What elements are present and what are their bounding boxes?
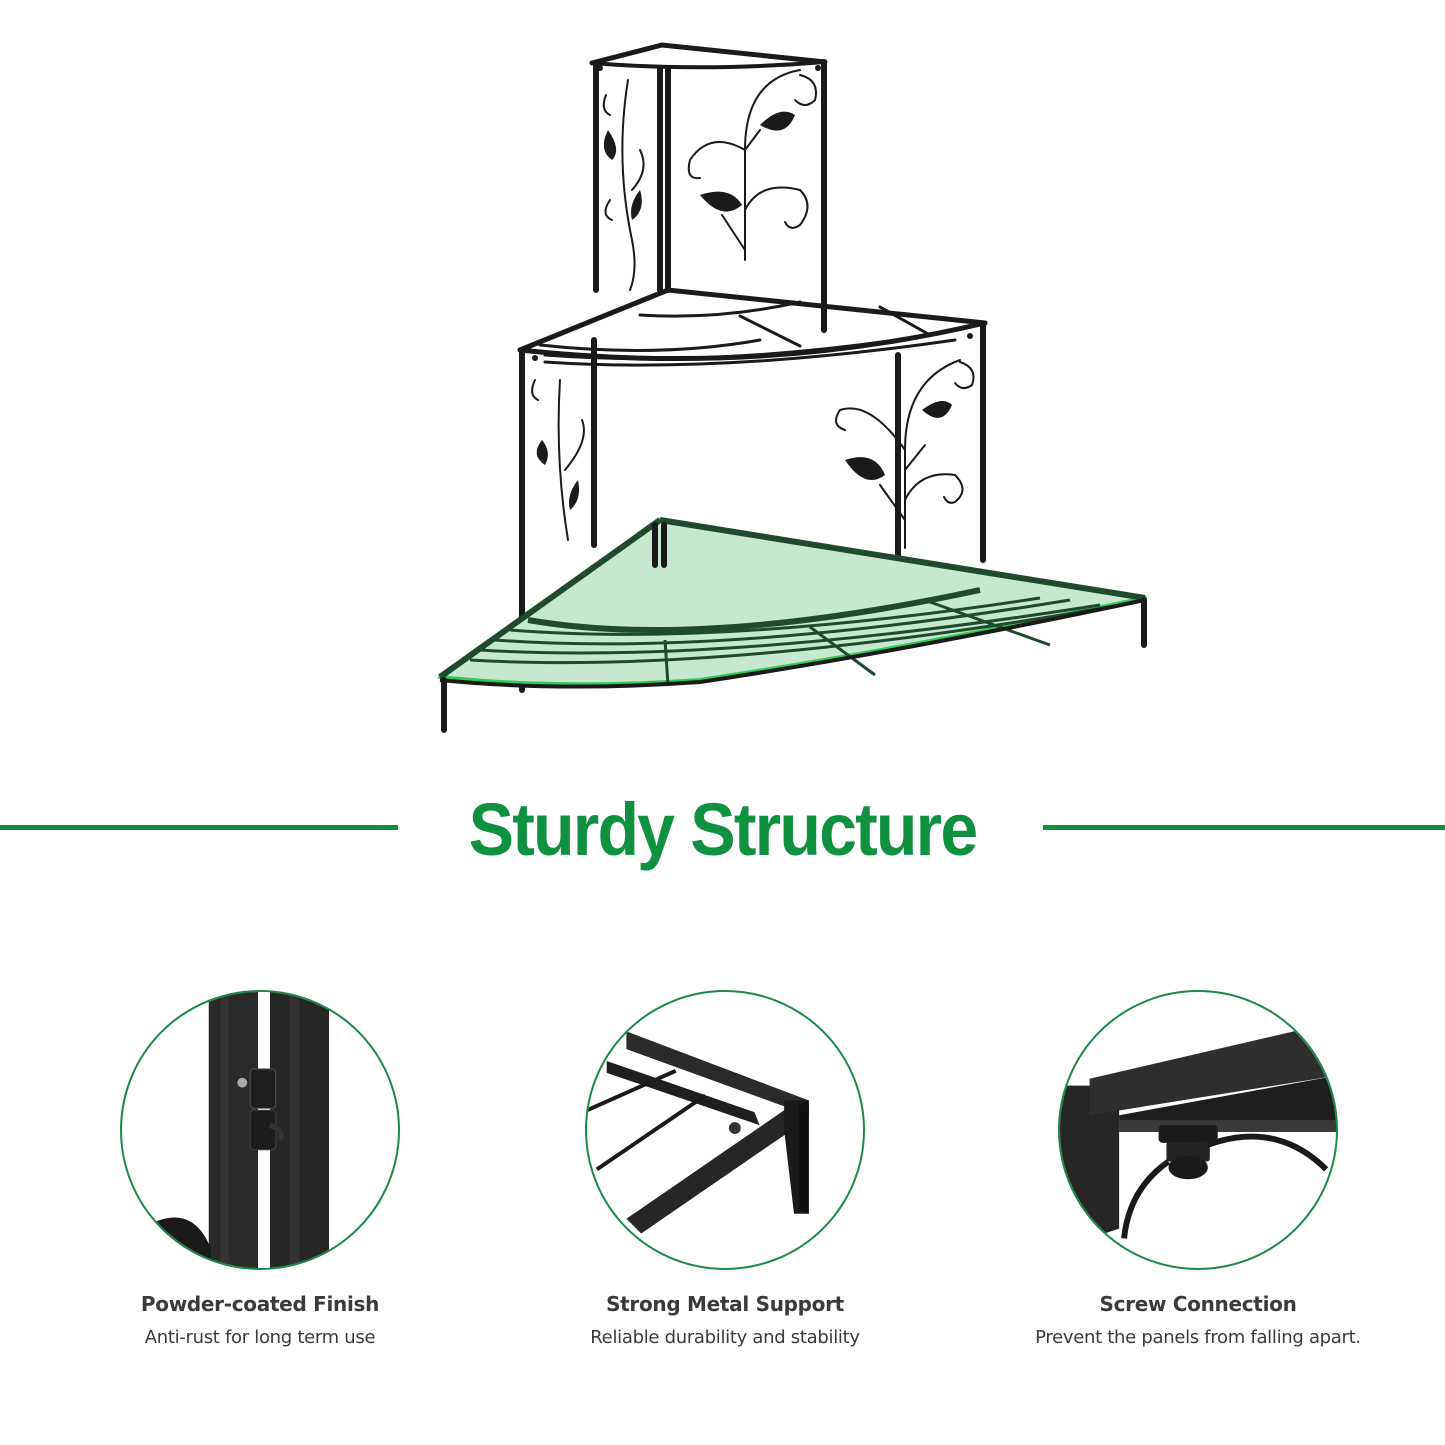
feature-subtitle: Prevent the panels from falling apart.	[1035, 1327, 1361, 1348]
feature-subtitle: Anti-rust for long term use	[144, 1327, 376, 1348]
feature-subtitle: Reliable durability and stability	[590, 1327, 860, 1348]
heading-divider-left	[0, 825, 398, 830]
heading-title: Sturdy Structure	[468, 788, 979, 871]
feature-title: Powder-coated Finish	[140, 1292, 380, 1316]
section-heading: Sturdy Structure	[0, 780, 1445, 880]
frame-leg-closeup-image	[585, 990, 865, 1270]
hinge-closeup-image	[120, 990, 400, 1270]
feature-title: Screw Connection	[1099, 1292, 1297, 1316]
plant-stand-illustration	[438, 42, 1147, 733]
feature-title: Strong Metal Support	[606, 1292, 844, 1316]
product-image-plant-stand	[420, 40, 1180, 740]
heading-divider-right	[1043, 825, 1445, 830]
feature-powder-coated: Powder-coated Finish Anti-rust for long …	[110, 990, 410, 1360]
feature-strong-metal-support: Strong Metal Support Reliable durability…	[575, 990, 875, 1360]
feature-screw-connection: Screw Connection Prevent the panels from…	[1035, 990, 1361, 1360]
screw-nut-closeup-image	[1058, 990, 1338, 1270]
